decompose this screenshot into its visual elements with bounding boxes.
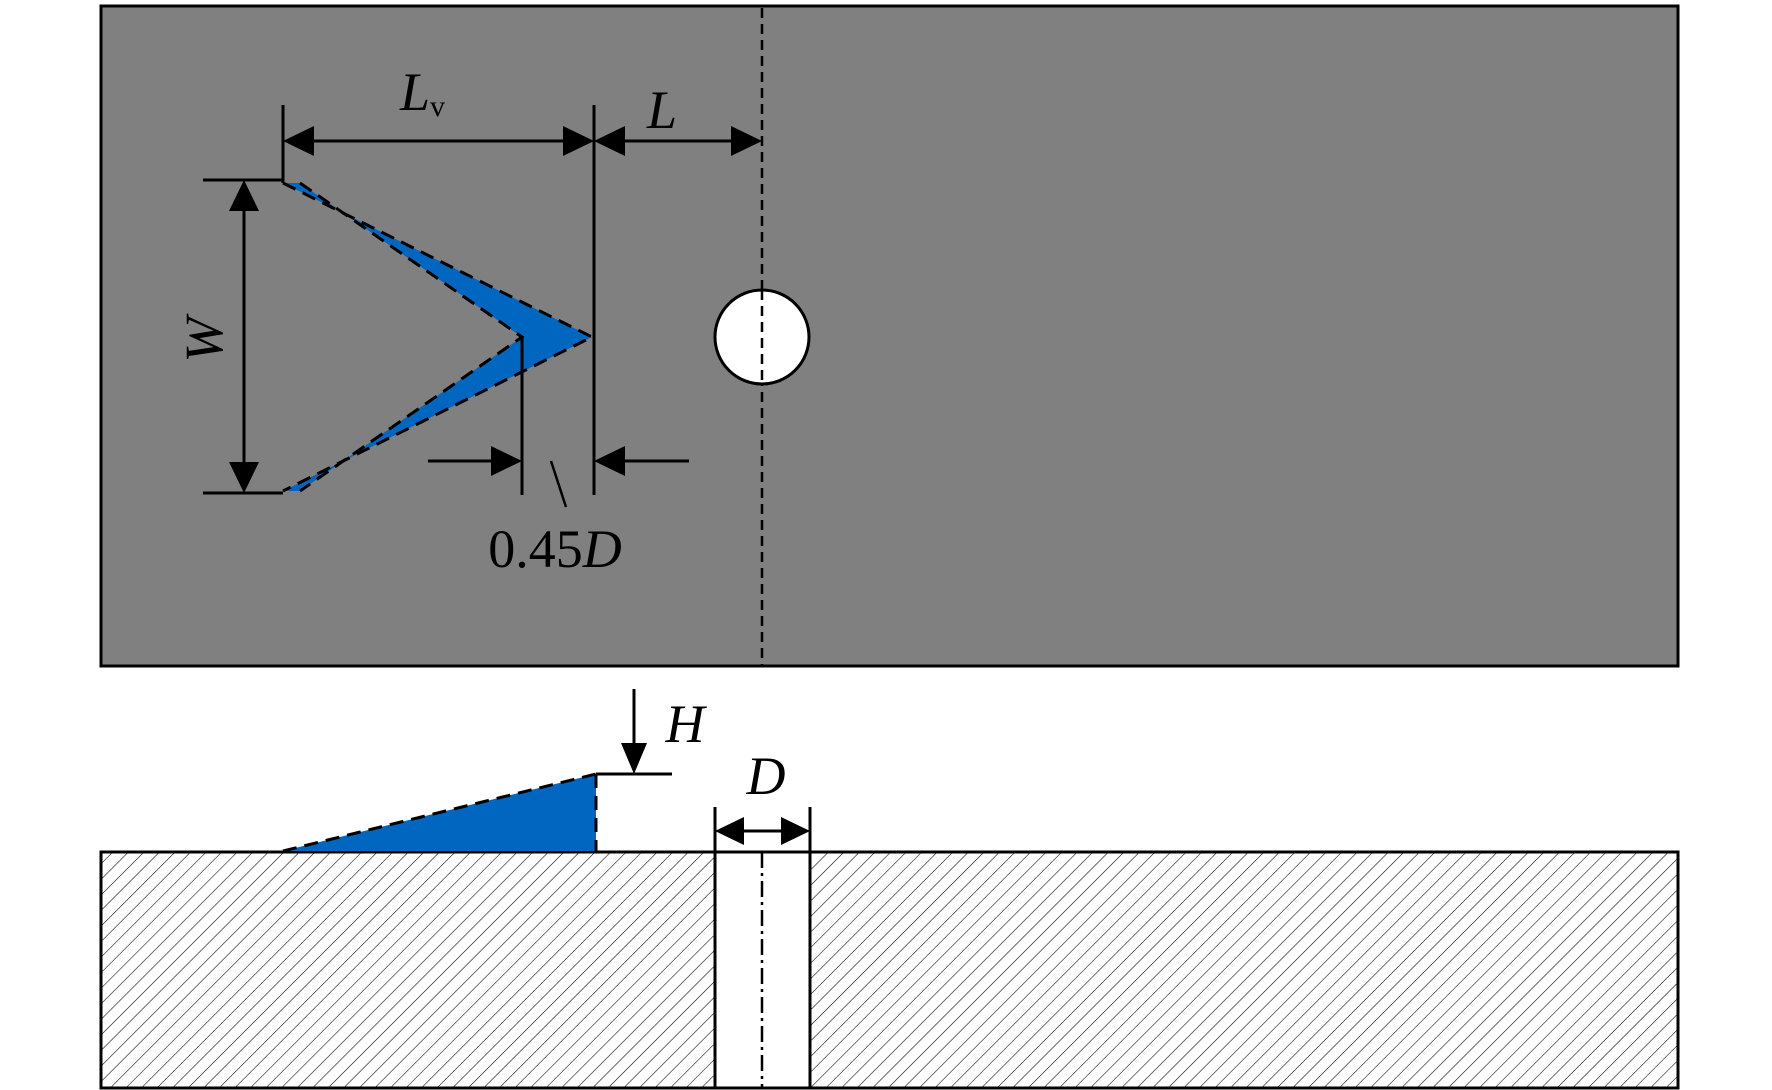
v-vane: [283, 183, 592, 491]
h-arrow-head: [621, 743, 647, 774]
v-vane-outer-outline: [282, 181, 596, 493]
gap-arrow-right: [594, 446, 625, 476]
h-label: H: [665, 694, 708, 754]
l-arrow-left: [594, 126, 625, 156]
gap-label: 0.45D: [488, 519, 622, 579]
d-arrow-left: [715, 817, 744, 845]
lv-arrow-right: [563, 126, 594, 156]
gap-pointer-line: [549, 460, 568, 508]
plate-top-view: [99, 4, 1680, 668]
w-arrow-bottom: [229, 462, 259, 493]
d-arrow-right: [781, 817, 810, 845]
plate-section-left: [99, 850, 717, 1090]
hole-circle: [713, 288, 811, 386]
top-view: W Lv L 0.45D: [99, 4, 1680, 668]
d-label: D: [746, 746, 786, 806]
vane-side-outline: [282, 772, 597, 853]
lv-label: Lv: [399, 62, 445, 123]
plate-section-right: [808, 850, 1680, 1090]
lv-arrow-left: [283, 126, 314, 156]
gap-arrow-left: [491, 446, 522, 476]
w-arrow-top: [229, 180, 259, 211]
w-label: W: [174, 312, 234, 362]
side-view: H D: [99, 689, 1680, 1090]
l-label: L: [646, 80, 677, 140]
l-arrow-right: [731, 126, 762, 156]
